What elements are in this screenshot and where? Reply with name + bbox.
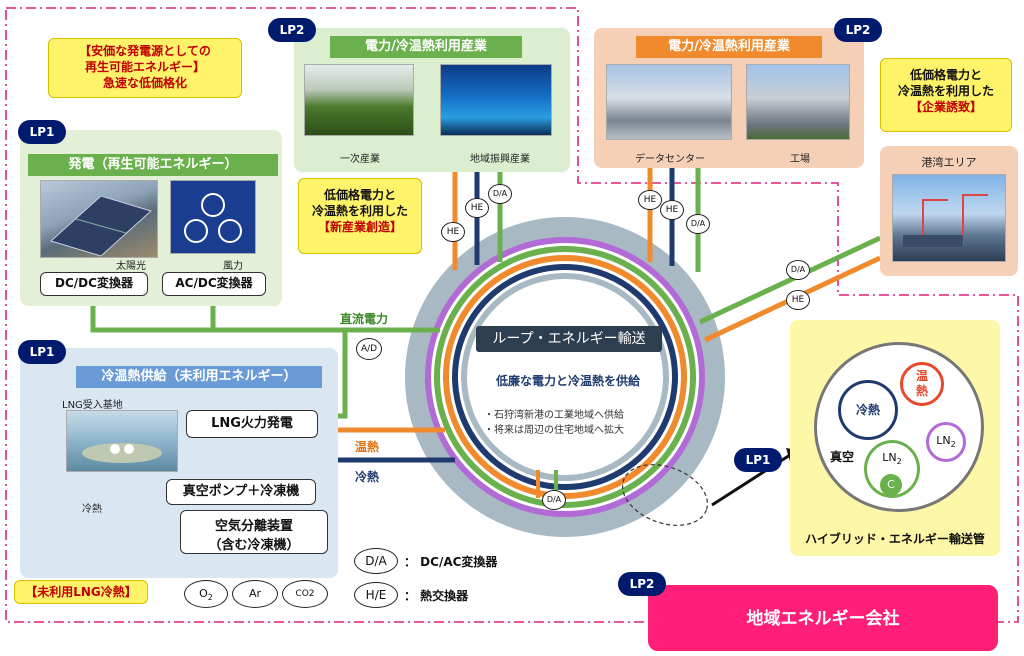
converter-he-left2: HE	[465, 198, 489, 218]
primary-industry-photo	[304, 64, 414, 136]
loop-ring-purple	[425, 237, 705, 517]
converter-ad: A/D	[356, 338, 382, 360]
lng-base-caption: LNG受入基地	[62, 400, 123, 411]
hybrid-ln2-small: LN2	[926, 422, 966, 462]
hybrid-hot-pipe: 温 熱	[900, 362, 944, 406]
hybrid-cold-pipe: 冷熱	[838, 380, 898, 440]
factory-photo	[746, 64, 850, 140]
industry-left-title: 電力/冷温熱利用産業	[330, 36, 522, 58]
hybrid-ln2-small-sub: 2	[950, 440, 956, 450]
wind-photo	[170, 180, 256, 254]
renewable-note-line1: 【安価な発電源としての	[79, 44, 211, 58]
company-box	[648, 585, 998, 651]
air-separation-box: 空気分離装置 （含む冷凍機）	[180, 510, 328, 554]
gas-o2-label: O	[199, 587, 208, 600]
legend-he-key: H/E	[354, 582, 398, 608]
datacenter-photo	[606, 64, 732, 140]
factory-caption: 工場	[790, 154, 810, 165]
gas-ar: Ar	[232, 580, 278, 608]
air-sep-line1: 空気分離装置	[214, 519, 293, 534]
lp2-badge-company: LP2	[618, 572, 666, 596]
zoom-ellipse	[621, 464, 709, 526]
industry-right-title: 電力/冷温熱利用産業	[636, 36, 822, 58]
loop-ring-green	[434, 246, 696, 508]
renewable-note-line3: 急速な低価格化	[102, 76, 187, 90]
primary-industry-caption: 一次産業	[340, 154, 380, 165]
new-industry-note: 低価格電力と 冷温熱を利用した 【新産業創造】	[298, 178, 422, 254]
hybrid-hot-line1: 温	[915, 369, 928, 383]
gas-co2: CO2	[282, 580, 328, 608]
lp1-badge-cooling: LP1	[18, 340, 66, 364]
lp1-badge-generation: LP1	[18, 120, 66, 144]
loop-ring-navy	[452, 264, 678, 490]
legend-da-key: D/A	[354, 548, 398, 574]
port-green	[698, 235, 882, 325]
lp2-badge-industry-left: LP2	[268, 18, 316, 42]
cold-label: 冷熱	[355, 470, 380, 484]
loop-bullet2: ・将来は周辺の住宅地域へ拡大	[484, 425, 624, 436]
loop-ring-gray	[405, 217, 725, 537]
gas-o2-sub: 2	[207, 593, 213, 603]
dc-power-label: 直流電力	[340, 312, 389, 326]
air-sep-line2: （含む冷凍機）	[208, 538, 300, 553]
loop-bullet1: ・石狩湾新港の工業地域へ供給	[484, 410, 624, 421]
legend-he-desc: ： 熱交換器	[404, 589, 469, 603]
hybrid-title: ハイブリッド・エネルギー輸送管	[805, 532, 985, 546]
attract-line3: 【企業誘致】	[909, 100, 982, 114]
lp1-badge-hybrid: LP1	[734, 448, 782, 472]
lng-cold-note: 【未利用LNG冷熱】	[14, 580, 148, 604]
converter-da-right: D/A	[686, 214, 710, 234]
dcdc-converter: DC/DC変換器	[40, 272, 148, 296]
converter-he-port: HE	[786, 290, 810, 310]
port-title: 港湾エリア	[921, 156, 977, 169]
gas-o2: O2	[184, 580, 228, 608]
generation-dc-line	[90, 296, 440, 333]
attract-note: 低価格電力と 冷温熱を利用した 【企業誘致】	[880, 58, 1012, 132]
regional-industry-caption: 地域振興産業	[470, 154, 530, 165]
hybrid-hot-line2: 熱	[915, 384, 928, 398]
hybrid-ln2-small-label: LN	[936, 434, 951, 447]
vacuum-pump-box: 真空ポンプ＋冷凍機	[166, 479, 316, 505]
lng-power-box: LNG火力発電	[186, 410, 318, 438]
lp2-badge-industry-right: LP2	[834, 18, 882, 42]
converter-he-right1: HE	[638, 190, 662, 210]
renewable-note: 【安価な発電源としての 再生可能エネルギー】 急速な低価格化	[48, 38, 242, 98]
converter-da-bottom: D/A	[542, 490, 566, 510]
renewable-note-line2: 再生可能エネルギー】	[84, 60, 205, 74]
attract-line1: 低価格電力と	[909, 68, 982, 82]
datacenter-caption: データセンター	[635, 154, 705, 165]
loop-title: ループ・エネルギー輸送	[476, 326, 662, 352]
hybrid-ln2-large-label: LN	[882, 451, 897, 464]
new-industry-line2: 冷温熱を利用した	[311, 204, 408, 218]
wind-caption: 風力	[223, 261, 243, 272]
new-industry-line3: 【新産業創造】	[317, 220, 402, 234]
solar-caption: 太陽光	[116, 261, 146, 272]
new-industry-line1: 低価格電力と	[323, 188, 396, 202]
hot-label: 温熱	[355, 440, 380, 454]
attract-line2: 冷温熱を利用した	[897, 84, 994, 98]
loop-subtitle: 低廉な電力と冷温熱を供給	[495, 374, 640, 388]
company-boundary	[5, 7, 1019, 623]
solar-photo	[40, 180, 158, 258]
hybrid-vacuum-label: 真空	[830, 450, 855, 464]
port-photo	[892, 174, 1006, 262]
acdc-converter: AC/DC変換器	[162, 272, 266, 296]
legend-da-desc: ： DC/AC変換器	[404, 555, 498, 569]
converter-da-left: D/A	[488, 184, 512, 204]
cooling-title: 冷温熱供給（未利用エネルギー）	[76, 366, 322, 388]
cold-caption-lng: 冷熱	[82, 504, 102, 515]
converter-da-port: D/A	[786, 260, 810, 280]
regional-industry-photo	[440, 64, 552, 136]
converter-he-right2: HE	[660, 200, 684, 220]
company-title: 地域エネルギー会社	[746, 609, 900, 629]
lng-base-photo	[66, 410, 178, 472]
converter-he-left1: HE	[441, 222, 465, 242]
hybrid-c-core: C	[880, 474, 902, 496]
generation-title: 発電（再生可能エネルギー）	[28, 154, 278, 176]
hybrid-cold-label: 冷熱	[855, 403, 880, 417]
hybrid-ln2-large-sub: 2	[896, 457, 902, 467]
